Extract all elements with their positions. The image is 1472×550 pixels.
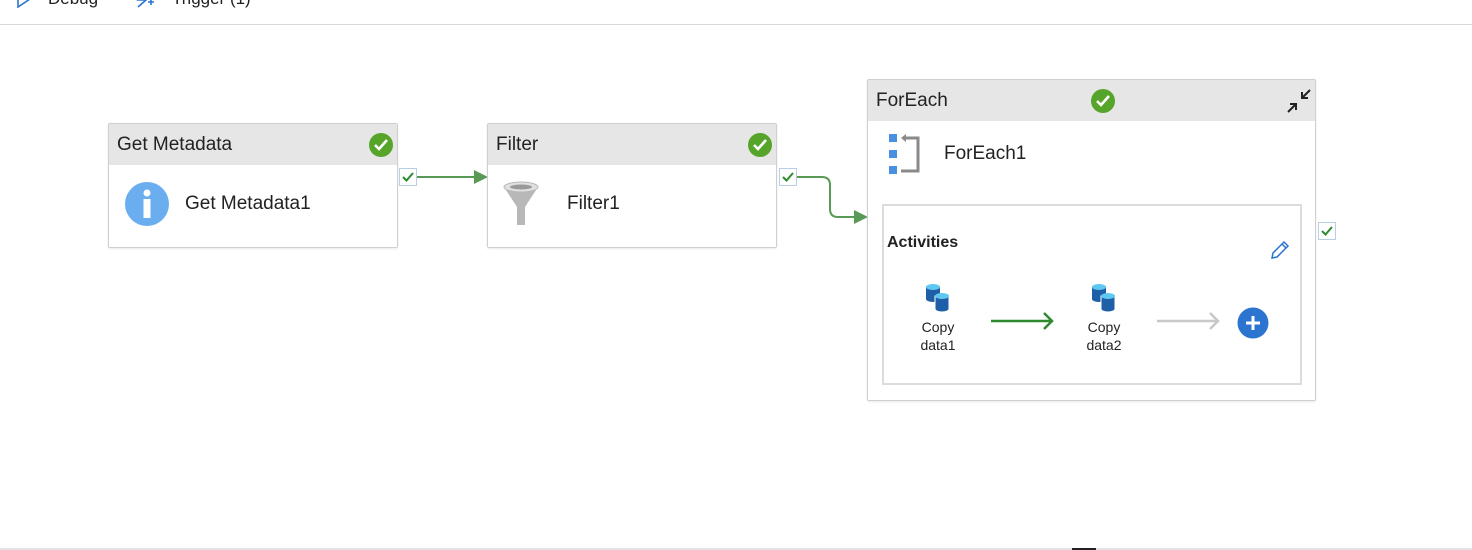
activity-name-line2: data1 xyxy=(920,337,956,353)
bottom-divider xyxy=(0,548,1472,550)
success-icon xyxy=(369,133,393,157)
activity-name-line1: Copy xyxy=(1087,319,1121,335)
add-activity-icon[interactable] xyxy=(1237,307,1269,339)
activities-label: Activities xyxy=(887,234,959,251)
activity-name: Get Metadata1 xyxy=(185,193,311,214)
success-output-port[interactable] xyxy=(399,168,417,186)
activity-copy-data2[interactable]: Copy data2 xyxy=(1074,284,1134,354)
success-output-port[interactable] xyxy=(1318,222,1336,240)
play-icon xyxy=(17,0,30,8)
foreach-icon xyxy=(889,134,920,174)
success-output-port[interactable] xyxy=(779,168,797,186)
activity-type: Filter xyxy=(496,133,539,155)
filter-icon xyxy=(503,181,539,225)
activity-copy-data1[interactable]: Copy data1 xyxy=(908,284,968,354)
foreach-activities-panel[interactable]: Activities Copy data1 Copy data2 xyxy=(882,204,1302,385)
activity-get-metadata[interactable]: Get Metadata Get Metadata1 xyxy=(108,123,398,248)
connector-getmetadata-filter[interactable] xyxy=(417,170,488,184)
toolbar: Debug Trigger (1) xyxy=(0,0,1472,25)
trigger-icon xyxy=(136,0,154,8)
debug-label: Debug xyxy=(48,0,98,9)
activity-name: Filter1 xyxy=(567,193,620,214)
connector-filter-foreach[interactable] xyxy=(797,176,868,224)
activity-foreach[interactable]: ForEach ForEach1 Activities Copy data1 C… xyxy=(867,79,1316,401)
copy-data-icon xyxy=(1092,284,1116,313)
connector-copy1-copy2[interactable] xyxy=(990,311,1056,331)
panel-resize-handle[interactable] xyxy=(1072,548,1096,550)
placeholder-connector xyxy=(1157,312,1220,330)
activity-name-line1: Copy xyxy=(921,319,955,335)
activity-type: ForEach xyxy=(876,89,948,111)
copy-data-icon xyxy=(926,284,950,313)
edit-icon[interactable] xyxy=(1269,239,1291,261)
debug-button[interactable]: Debug xyxy=(16,0,98,9)
success-icon xyxy=(1091,89,1115,113)
activity-name-line2: data2 xyxy=(1086,337,1122,353)
collapse-icon[interactable] xyxy=(1286,88,1312,114)
activity-filter[interactable]: Filter Filter1 xyxy=(487,123,777,248)
success-icon xyxy=(748,133,772,157)
activity-type: Get Metadata xyxy=(117,133,233,155)
activity-name: ForEach1 xyxy=(944,143,1027,164)
trigger-label: Trigger (1) xyxy=(172,0,251,9)
info-icon xyxy=(125,182,169,226)
trigger-button[interactable]: Trigger (1) xyxy=(134,0,251,9)
